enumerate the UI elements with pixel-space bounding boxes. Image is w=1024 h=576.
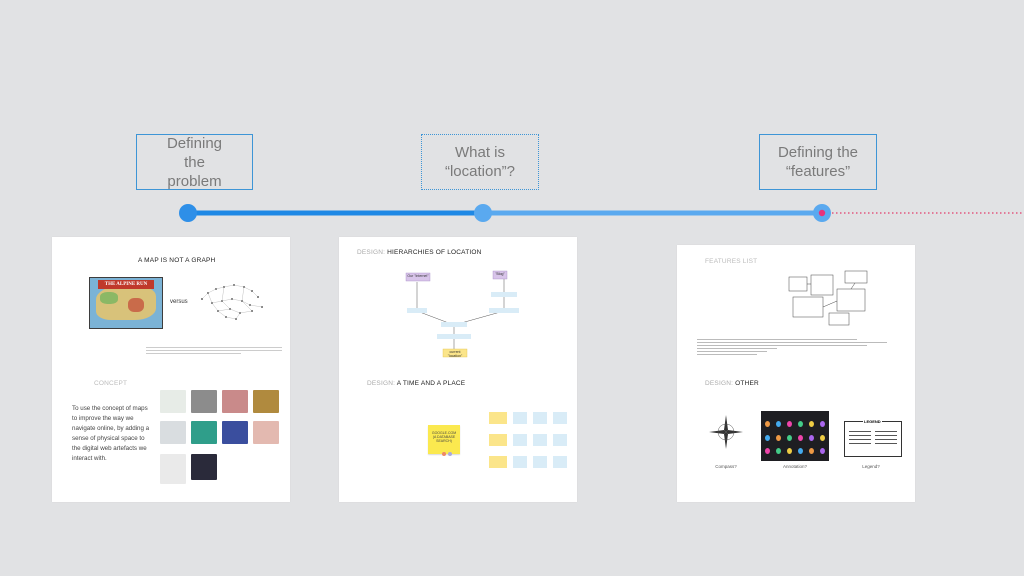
thumbnail-5 [160,421,186,444]
caption-annotation: Annotation? [782,464,808,469]
thumbnail-9 [160,454,186,484]
panel-problem-title: A MAP IS NOT A GRAPH [138,257,216,264]
concept-thumbnail-grid [160,390,284,486]
thumbnail-1 [160,390,186,413]
milestone-defining-features[interactable]: Defining the “features” [759,134,877,190]
sticky-note-google: GOOGLE.COM (A DATABASE SEARCH) [428,425,460,454]
panel-problem[interactable]: A MAP IS NOT A GRAPH THE ALPINE RUN vers… [52,237,290,502]
timeline-node-1[interactable] [179,204,197,222]
concept-description: To use the concept of maps to improve th… [72,405,150,462]
map-banner: THE ALPINE RUN [98,280,154,289]
flow-grid [489,412,569,472]
thumbnail-3 [222,390,248,413]
compass-rose [709,415,743,449]
annotation-icons-row-3 [765,448,825,456]
annotation-icons-row-2 [765,435,825,443]
hierarchies-title: DESIGN: HIERARCHIES OF LOCATION [357,249,482,256]
flow-row-1 [489,412,569,426]
annotation-icons-row-1 [765,421,825,429]
features-list-title: FEATURES LIST [705,258,758,265]
thumbnail-6 [191,421,217,444]
node-blog: "Blog" [495,272,505,276]
milestone-defining-problem[interactable]: Defining the problem [136,134,253,190]
sticky-dot-2 [448,452,452,456]
map-region-red [128,298,144,312]
hierarchy-diagram [405,270,519,358]
features-sketch [788,270,868,326]
versus-label: versus [170,299,188,305]
thumbnail-7 [222,421,248,444]
map-region-green [100,292,118,304]
panel-location[interactable]: DESIGN: HIERARCHIES OF LOCATION Our "Int… [339,237,577,502]
caption-compass: Compass? [715,464,737,469]
alpine-run-map: THE ALPINE RUN [89,277,163,329]
features-list-text [697,337,897,357]
thumbnail-8 [253,421,279,444]
panel-problem-fine-print [146,345,282,359]
legend-lines-left [849,428,871,447]
flow-row-3 [489,456,569,470]
other-title: DESIGN: OTHER [705,380,759,387]
graph-diagram [201,284,263,320]
sticky-dot-1 [442,452,446,456]
panel-features[interactable]: FEATURES LIST DESIGN: OTHER [677,245,915,502]
timeline-node-2[interactable] [474,204,492,222]
flow-row-2 [489,434,569,448]
sticky-note-text: GOOGLE.COM (A DATABASE SEARCH) [431,431,457,443]
time-and-place-title: DESIGN: A TIME AND A PLACE [367,380,466,387]
legend-lines-right [875,428,897,447]
thumbnail-2 [191,390,217,413]
milestone-what-is-location[interactable]: What is “location”? [421,134,539,190]
node-current-location: current "location" [447,350,463,358]
timeline-node-3-active-marker [818,209,826,217]
node-our-internet: Our "Internet" [407,274,429,278]
thumbnail-10 [191,454,217,480]
caption-legend: Legend? [862,464,880,469]
legend-title: LEGEND [863,419,882,424]
thumbnail-4 [253,390,279,413]
annotation-icons-board [761,411,829,461]
concept-label: CONCEPT [94,380,128,387]
legend-box: LEGEND [844,419,902,457]
